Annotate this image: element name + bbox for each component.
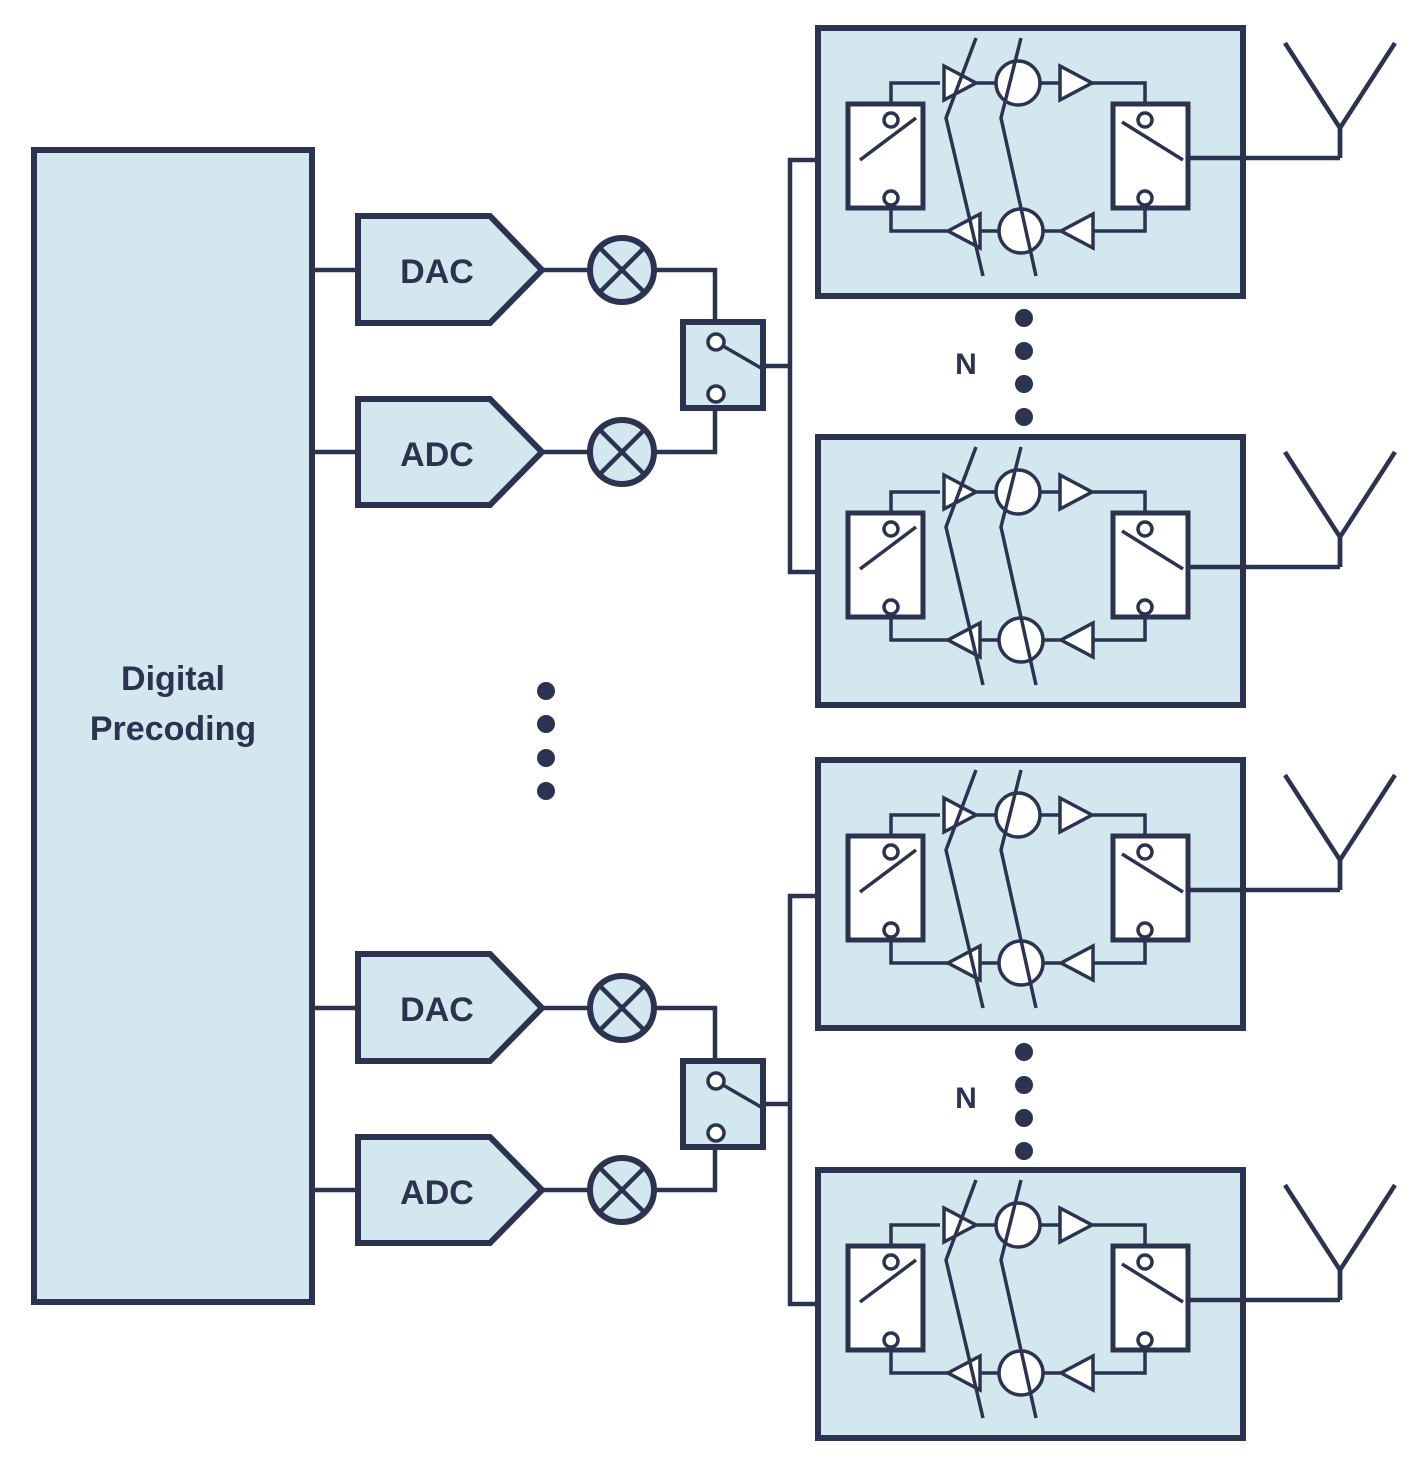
dac-block-2 — [355, 951, 547, 1064]
front-end-module-1 — [818, 28, 1340, 296]
adc-block-2 — [355, 1134, 547, 1246]
dac-label-2: DAC — [400, 991, 474, 1029]
mixer-icon-2b — [590, 1158, 654, 1222]
module-group-1-ellipsis — [1015, 309, 1033, 426]
adc-block-1 — [355, 396, 547, 508]
antenna-icon-3 — [1285, 775, 1395, 890]
front-end-module-3 — [818, 760, 1340, 1028]
front-end-module-4 — [818, 1170, 1340, 1438]
module-group-2-ellipsis — [1015, 1043, 1033, 1160]
mixer-icon-2a — [590, 976, 654, 1040]
rf-chain-1: DAC ADC — [312, 157, 818, 575]
chain-switch-1 — [683, 322, 763, 408]
mixer-icon-1a — [590, 238, 654, 302]
chain-switch-2 — [683, 1061, 763, 1147]
module-count-label-2: N — [955, 1082, 977, 1115]
dac-label-1: DAC — [400, 253, 474, 291]
mixer-icon-1b — [590, 420, 654, 484]
module-count-label-1: N — [955, 348, 977, 381]
dac-block-1 — [355, 213, 547, 326]
precoding-label-line1: Digital — [121, 660, 225, 698]
rf-chain-2: DAC ADC — [312, 893, 818, 1307]
chain-ellipsis-dots — [537, 682, 555, 800]
front-end-module-2 — [818, 437, 1340, 705]
adc-label-2: ADC — [400, 1174, 474, 1212]
antenna-icon-1 — [1285, 43, 1395, 158]
precoding-label-line2: Precoding — [90, 710, 256, 748]
adc-label-1: ADC — [400, 436, 474, 474]
antenna-icon-4 — [1285, 1185, 1395, 1300]
antenna-icon-2 — [1285, 452, 1395, 567]
digital-precoding-block — [31, 147, 315, 1305]
